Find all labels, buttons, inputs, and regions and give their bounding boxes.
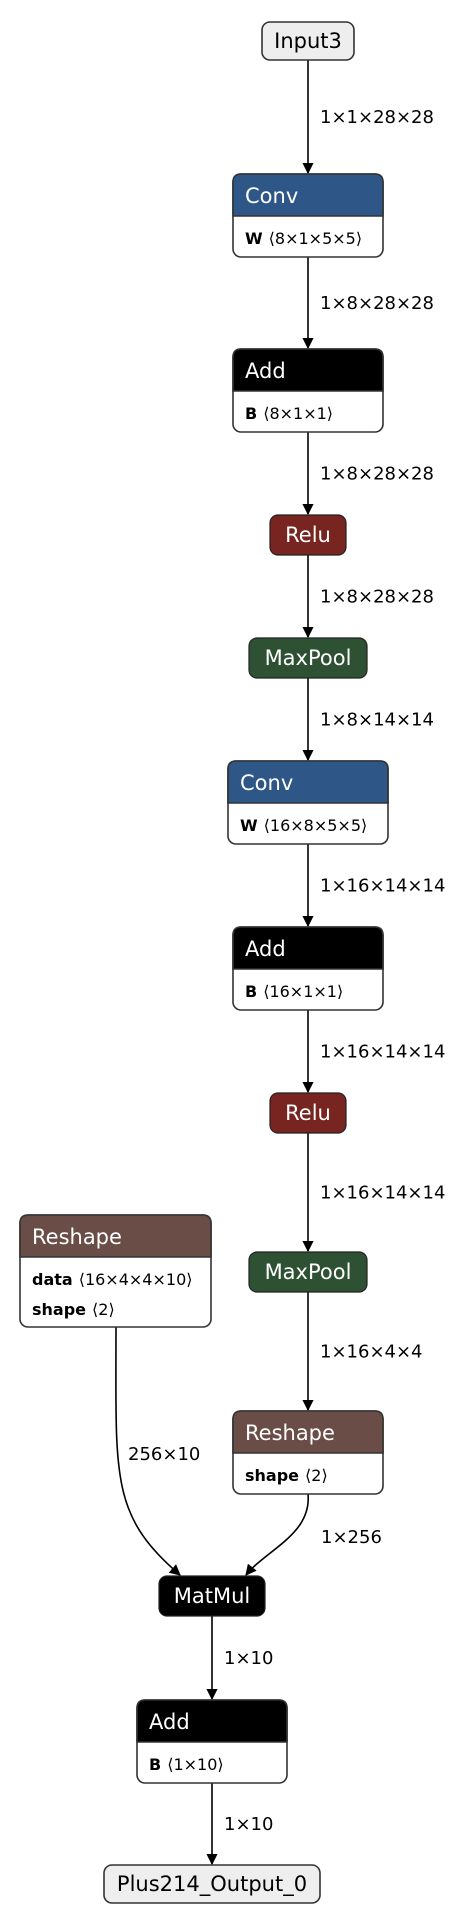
- edge-shape-label: 1×16×14×14: [320, 1183, 445, 1204]
- attribute-value: ⟨2⟩: [92, 1300, 115, 1319]
- input-node-label: Input3: [274, 29, 342, 53]
- edge-relu2-to-pool2: 1×16×14×14: [302, 1133, 445, 1253]
- node-reshape-reshape_right[interactable]: Reshape shape ⟨2⟩: [232, 1410, 384, 1495]
- node-header: [19, 1214, 212, 1258]
- node-op-label: Conv: [240, 771, 293, 795]
- edges-layer: 1×1×28×28 1×8×28×28 1×8×28×28 1×8×28×28 1×8×…: [115, 60, 445, 1866]
- edge-arrow: [245, 1493, 309, 1576]
- node-relu-relu1[interactable]: Relu: [269, 514, 347, 556]
- attribute-value: ⟨16×1×1⟩: [263, 982, 343, 1001]
- node-header: [248, 1251, 368, 1293]
- attribute-value: ⟨8×1×1⟩: [263, 404, 333, 423]
- edge-add3-to-output: 1×10: [206, 1783, 273, 1866]
- edge-add2-to-relu2: 1×16×14×14: [302, 1010, 445, 1094]
- edge-shape-label: 1×16×4×4: [320, 1342, 423, 1363]
- node-op-label: Add: [149, 1710, 190, 1734]
- node-attribute: B ⟨1×10⟩: [149, 1755, 224, 1774]
- node-maxpool-pool2[interactable]: MaxPool: [248, 1251, 368, 1293]
- edge-shape-label: 1×8×28×28: [320, 293, 434, 314]
- edge-shape-label: 1×10: [224, 1814, 273, 1835]
- node-attribute: B ⟨8×1×1⟩: [245, 404, 333, 423]
- attribute-name: B: [149, 1755, 161, 1774]
- node-attribute: W ⟨8×1×5×5⟩: [245, 229, 362, 248]
- edge-shape-label: 1×10: [224, 1648, 273, 1669]
- input-node-box: [261, 21, 355, 61]
- attribute-name: B: [245, 404, 257, 423]
- node-attribute: shape ⟨2⟩: [32, 1300, 115, 1319]
- node-matmul-matmul[interactable]: MatMul: [158, 1575, 266, 1617]
- edge-matmul-to-add3: 1×10: [206, 1616, 273, 1701]
- node-op-label: Relu: [285, 523, 331, 547]
- edge-shape-label: 1×16×14×14: [320, 1042, 445, 1063]
- edge-shape-label: 1×8×14×14: [320, 710, 434, 731]
- node-op-label: Reshape: [32, 1225, 122, 1249]
- node-header: [158, 1575, 266, 1617]
- node-header: [232, 173, 384, 217]
- edge-pool1-to-conv2: 1×8×14×14: [302, 678, 434, 762]
- attribute-name: data: [32, 1270, 73, 1289]
- edge-shape-label: 1×256: [321, 1527, 382, 1548]
- attribute-name: W: [245, 229, 263, 248]
- edge-relu1-to-pool1: 1×8×28×28: [302, 555, 434, 639]
- node-attribute: data ⟨16×4×4×10⟩: [32, 1270, 192, 1289]
- node-header: [227, 760, 389, 804]
- attribute-name: B: [245, 982, 257, 1001]
- node-header: [232, 348, 384, 392]
- edge-shape-label: 1×8×28×28: [320, 587, 434, 608]
- output-node[interactable]: Plus214_Output_0: [103, 1864, 321, 1904]
- attribute-value: ⟨2⟩: [305, 1466, 328, 1485]
- attribute-value: ⟨1×10⟩: [167, 1755, 223, 1774]
- node-attribute: B ⟨16×1×1⟩: [245, 982, 343, 1001]
- nodes-layer: Input3ConvW⟨8×1×5×5⟩AddB⟨8×1×1⟩ReluMaxPo…: [19, 21, 389, 1904]
- node-op-label: Relu: [285, 1101, 331, 1125]
- edge-shape-label: 1×16×14×14: [320, 876, 445, 897]
- attribute-name: W: [240, 816, 258, 835]
- node-header: [136, 1699, 288, 1743]
- output-node-label: Plus214_Output_0: [117, 1872, 307, 1897]
- edge-conv1-to-add1: 1×8×28×28: [302, 257, 434, 350]
- node-header: [248, 637, 368, 679]
- edge-shape-label: 256×10: [128, 1444, 200, 1465]
- node-header: [232, 926, 384, 970]
- attribute-value: ⟨16×4×4×10⟩: [79, 1270, 193, 1289]
- node-attribute: W ⟨16×8×5×5⟩: [240, 816, 367, 835]
- node-op-label: Add: [245, 359, 286, 383]
- edge-shape-label: 1×8×28×28: [320, 464, 434, 485]
- input-node[interactable]: Input3: [261, 21, 355, 61]
- edge-input-to-conv1: 1×1×28×28: [302, 60, 434, 175]
- edge-reshape_left-to-matmul: 256×10: [115, 1326, 200, 1576]
- node-header: [269, 1092, 347, 1134]
- node-op-label: Add: [245, 937, 286, 961]
- node-header: [269, 514, 347, 556]
- edge-add1-to-relu1: 1×8×28×28: [302, 432, 434, 516]
- node-attribute: shape ⟨2⟩: [245, 1466, 328, 1485]
- node-reshape-reshape_left[interactable]: Reshape data ⟨16×4×4×10⟩ shape ⟨2⟩: [19, 1214, 212, 1328]
- node-header: [232, 1410, 384, 1454]
- edge-arrow: [115, 1326, 181, 1576]
- node-maxpool-pool1[interactable]: MaxPool: [248, 637, 368, 679]
- attribute-name: shape: [32, 1300, 86, 1319]
- node-op-label: MaxPool: [265, 646, 352, 670]
- node-op-label: Conv: [245, 184, 298, 208]
- node-relu-relu2[interactable]: Relu: [269, 1092, 347, 1134]
- edge-conv2-to-add2: 1×16×14×14: [302, 844, 445, 928]
- attribute-value: ⟨8×1×5×5⟩: [269, 229, 362, 248]
- attribute-name: shape: [245, 1466, 299, 1485]
- node-op-label: MaxPool: [265, 1260, 352, 1284]
- output-node-box: [103, 1864, 321, 1904]
- node-op-label: MatMul: [174, 1584, 250, 1608]
- attribute-value: ⟨16×8×5×5⟩: [264, 816, 368, 835]
- edge-reshape_right-to-matmul: 1×256: [245, 1493, 382, 1576]
- edge-shape-label: 1×1×28×28: [320, 107, 434, 128]
- node-op-label: Reshape: [245, 1421, 335, 1445]
- edge-pool2-to-reshape_right: 1×16×4×4: [302, 1292, 423, 1412]
